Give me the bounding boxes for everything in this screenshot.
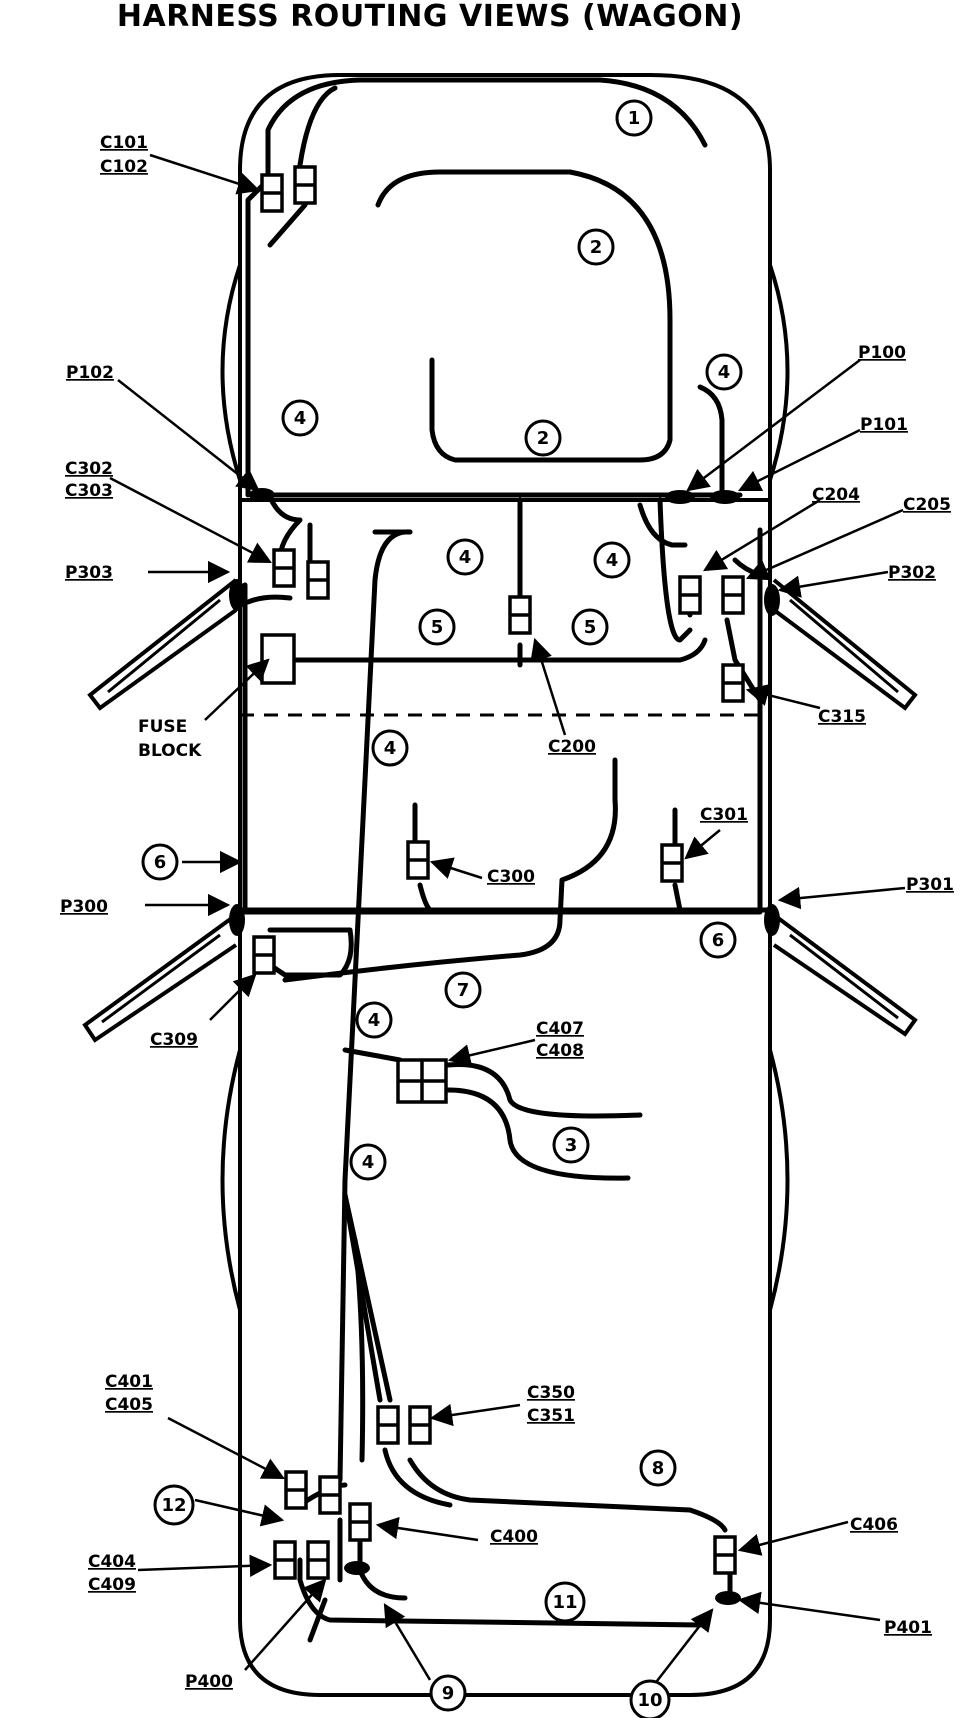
connector-c302 — [272, 548, 296, 588]
label-c407: C407 — [536, 1019, 584, 1039]
label-p300: P300 — [60, 897, 108, 917]
label-c401: C401 — [105, 1372, 153, 1392]
label-c309: C309 — [150, 1030, 198, 1050]
connector-c315 — [721, 663, 745, 703]
label-c404: C404 — [88, 1552, 136, 1572]
connector-c309 — [252, 935, 276, 975]
connector-c401 — [284, 1470, 308, 1510]
callout-6b: 6 — [712, 930, 725, 951]
callout-4f: 4 — [368, 1010, 381, 1031]
label-c300: C300 — [487, 867, 535, 887]
grommet-p400 — [344, 1561, 370, 1575]
rear-right-door — [772, 913, 918, 1037]
callout-4b: 4 — [718, 362, 731, 383]
label-c205: C205 — [903, 495, 951, 515]
label-p400: P400 — [185, 1672, 233, 1692]
label-p401: P401 — [884, 1618, 932, 1638]
callout-circles: 1 2 2 4 4 4 4 5 5 4 6 6 7 4 3 4 8 12 1 — [141, 99, 743, 1718]
callout-10: 10 — [637, 1690, 662, 1711]
label-c302: C302 — [65, 459, 113, 479]
grommets — [229, 488, 780, 1605]
callout-12: 12 — [161, 1495, 186, 1516]
label-c405: C405 — [105, 1395, 153, 1415]
connector-c102 — [293, 165, 317, 205]
label-c303: C303 — [65, 481, 113, 501]
label-c101: C101 — [100, 133, 148, 153]
grommet-p301 — [764, 904, 780, 936]
label-p302: P302 — [888, 563, 936, 583]
label-c315: C315 — [818, 707, 866, 727]
label-p102: P102 — [66, 363, 114, 383]
connector-c300 — [406, 840, 430, 880]
callout-9: 9 — [442, 1683, 455, 1704]
callout-11: 11 — [552, 1592, 577, 1613]
connector-c301 — [660, 843, 684, 883]
grommet-p303 — [229, 579, 245, 611]
leader-arrows — [109, 153, 906, 1691]
label-c408: C408 — [536, 1041, 584, 1061]
callout-4e: 4 — [384, 738, 397, 759]
callout-4d: 4 — [606, 550, 619, 571]
callout-8: 8 — [652, 1458, 665, 1479]
connector-c405 — [318, 1475, 342, 1515]
label-c350: C350 — [527, 1383, 575, 1403]
label-c406: C406 — [850, 1515, 898, 1535]
front-left-door — [87, 578, 238, 711]
connector-c400 — [348, 1502, 372, 1542]
label-fuse-block-1: FUSE — [138, 717, 187, 737]
grommet-p101 — [710, 490, 740, 504]
callout-7: 7 — [457, 980, 470, 1001]
grommet-p102 — [249, 488, 275, 502]
callout-2b: 2 — [537, 428, 550, 449]
grommet-p401 — [715, 1591, 741, 1605]
label-fuse-block-2: BLOCK — [138, 741, 202, 761]
callout-5b: 5 — [584, 617, 597, 638]
label-c200: C200 — [548, 737, 596, 757]
label-p100: P100 — [858, 343, 906, 363]
connector-c101 — [260, 173, 284, 213]
label-c409: C409 — [88, 1575, 136, 1595]
fuse-block — [260, 633, 296, 685]
connector-c205 — [721, 575, 745, 615]
callout-6a: 6 — [154, 852, 167, 873]
connector-c409 — [306, 1540, 330, 1580]
label-p101: P101 — [860, 415, 908, 435]
callout-1: 1 — [628, 108, 641, 129]
label-c400: C400 — [490, 1527, 538, 1547]
connector-c303 — [306, 560, 330, 600]
connector-c204 — [678, 575, 702, 615]
label-p301: P301 — [906, 875, 954, 895]
front-right-door — [772, 578, 918, 711]
grommet-p300 — [229, 904, 245, 936]
callout-4a: 4 — [294, 408, 307, 429]
callout-4g: 4 — [362, 1152, 375, 1173]
callout-4c: 4 — [459, 547, 472, 568]
connector-c404 — [273, 1540, 297, 1580]
connector-c350 — [376, 1405, 400, 1445]
connector-c200 — [508, 595, 532, 635]
label-c301: C301 — [700, 805, 748, 825]
grommet-p302 — [764, 584, 780, 616]
connector-c351 — [408, 1405, 432, 1445]
grommet-p100 — [665, 490, 695, 504]
callout-5a: 5 — [431, 617, 444, 638]
label-c102: C102 — [100, 157, 148, 177]
label-c351: C351 — [527, 1406, 575, 1426]
callout-3: 3 — [565, 1135, 578, 1156]
label-p303: P303 — [65, 563, 113, 583]
connector-labels: C101 C102 P102 C302 C303 P303 FUSE BLOCK… — [60, 133, 954, 1692]
connector-c406 — [713, 1535, 737, 1575]
diagram-title: HARNESS ROUTING VIEWS (WAGON) — [116, 0, 744, 34]
label-c204: C204 — [812, 485, 860, 505]
rear-left-door — [82, 913, 238, 1043]
callout-2a: 2 — [590, 237, 603, 258]
